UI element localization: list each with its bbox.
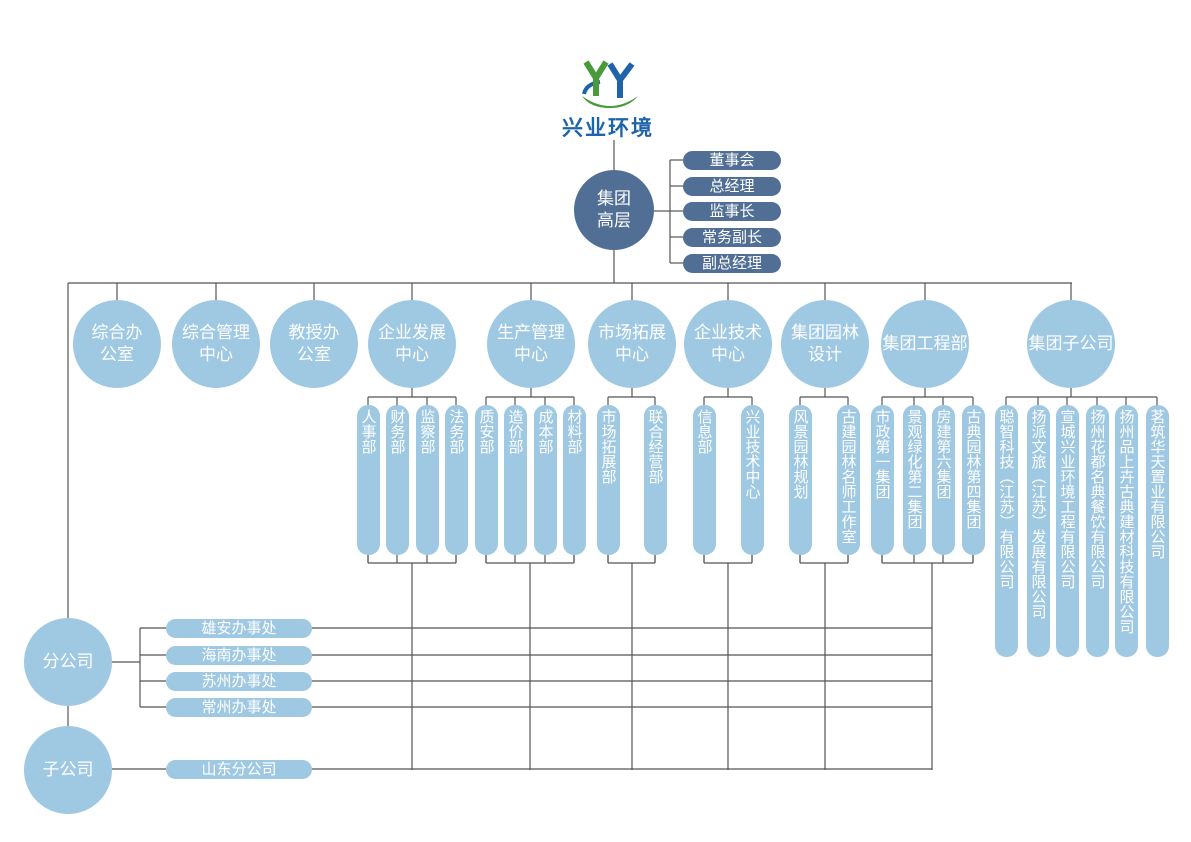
node-label-line: 教授办 bbox=[288, 323, 340, 343]
department-node[interactable]: 集团园林设计 bbox=[781, 300, 869, 388]
sub-department-node[interactable]: 景观绿化第二集团 bbox=[902, 405, 926, 555]
department-node[interactable]: 集团子公司 bbox=[1027, 300, 1115, 388]
leadership-role-4[interactable]: 常务副长 bbox=[683, 227, 781, 247]
node-label-line: 集团 bbox=[597, 189, 631, 209]
node-label-line: 生产管理 bbox=[497, 323, 565, 343]
sub-department-node[interactable]: 聪智科技（江苏）有限公司 bbox=[994, 405, 1018, 657]
node-label-line: 中心 bbox=[615, 345, 649, 365]
node-label-line: 中心 bbox=[711, 345, 745, 365]
sub-department-node[interactable]: 财务部 bbox=[385, 405, 409, 555]
sub-department-node[interactable]: 宣城兴业环境工程有限公司 bbox=[1055, 405, 1079, 657]
department-node[interactable]: 市场拓展中心 bbox=[588, 300, 676, 388]
node-label-line: 公室 bbox=[297, 345, 331, 365]
sub-department-node[interactable]: 市政第一集团 bbox=[870, 405, 894, 555]
logo-icon bbox=[578, 60, 642, 114]
branch-office-3[interactable]: 苏州办事处 bbox=[166, 671, 312, 691]
sub-department-node[interactable]: 古建园林名师工作室 bbox=[836, 405, 860, 555]
sub-department-node[interactable]: 风景园林规划 bbox=[788, 405, 812, 555]
sub-department-node[interactable]: 扬派文旅（江苏）发展有限公司 bbox=[1026, 405, 1050, 657]
node-label-line: 中心 bbox=[395, 345, 429, 365]
node-label-line: 集团园林 bbox=[791, 323, 859, 343]
node-label-line: 综合办 bbox=[91, 323, 143, 343]
sub-department-node[interactable]: 古典园林第四集团 bbox=[961, 405, 985, 555]
sub-department-node[interactable]: 成本部 bbox=[533, 405, 557, 555]
sub-department-node[interactable]: 质安部 bbox=[474, 405, 498, 555]
node-label-line: 企业发展 bbox=[378, 323, 446, 343]
group-leadership-node[interactable]: 集团高层 bbox=[574, 170, 654, 250]
sub-department-node[interactable]: 人事部 bbox=[356, 405, 380, 555]
department-node[interactable]: 企业技术中心 bbox=[684, 300, 772, 388]
branch-office-1[interactable]: 雄安办事处 bbox=[166, 618, 312, 638]
sub-department-node[interactable]: 材料部 bbox=[562, 405, 586, 555]
node-label-line: 集团工程部 bbox=[882, 334, 968, 354]
node-label-line: 中心 bbox=[199, 345, 233, 365]
branch-office-4[interactable]: 常州办事处 bbox=[166, 697, 312, 717]
sub-department-node[interactable]: 造价部 bbox=[503, 405, 527, 555]
node-label-line: 综合管理 bbox=[182, 323, 250, 343]
department-node[interactable]: 集团工程部 bbox=[881, 300, 969, 388]
sub-department-node[interactable]: 兴业技术中心 bbox=[740, 405, 764, 555]
node-label-line: 市场拓展 bbox=[598, 323, 666, 343]
subsidiary-company-node[interactable]: 子公司 bbox=[24, 726, 112, 814]
sub-department-node[interactable]: 扬州花都名典餐饮有限公司 bbox=[1085, 405, 1109, 657]
sub-department-node[interactable]: 法务部 bbox=[444, 405, 468, 555]
sub-department-node[interactable]: 信息部 bbox=[692, 405, 716, 555]
department-node[interactable]: 企业发展中心 bbox=[368, 300, 456, 388]
node-label-line: 中心 bbox=[514, 345, 548, 365]
leadership-role-1[interactable]: 董事会 bbox=[683, 150, 781, 170]
brand-name: 兴业环境 bbox=[562, 116, 654, 140]
sub-department-node[interactable]: 市场拓展部 bbox=[596, 405, 620, 555]
leadership-role-2[interactable]: 总经理 bbox=[683, 176, 781, 196]
department-node[interactable]: 生产管理中心 bbox=[487, 300, 575, 388]
sub-department-node[interactable]: 房建第六集团 bbox=[931, 405, 955, 555]
branch-company-node[interactable]: 分公司 bbox=[24, 618, 112, 706]
department-node[interactable]: 教授办公室 bbox=[270, 300, 358, 388]
node-label-line: 子公司 bbox=[42, 760, 94, 780]
branch-office-2[interactable]: 海南办事处 bbox=[166, 645, 312, 665]
subsidiary-office-1[interactable]: 山东分公司 bbox=[166, 759, 312, 779]
node-label-line: 高层 bbox=[597, 211, 631, 231]
node-label-line: 公室 bbox=[100, 345, 134, 365]
department-node[interactable]: 综合办公室 bbox=[73, 300, 161, 388]
sub-department-node[interactable]: 扬州品上卉古典建材科技有限公司 bbox=[1114, 405, 1138, 657]
sub-department-node[interactable]: 茗筑华天置业有限公司 bbox=[1145, 405, 1169, 657]
leadership-role-5[interactable]: 副总经理 bbox=[683, 253, 781, 273]
node-label-line: 分公司 bbox=[42, 652, 94, 672]
sub-department-node[interactable]: 监察部 bbox=[415, 405, 439, 555]
leadership-role-3[interactable]: 监事长 bbox=[683, 201, 781, 221]
sub-department-node[interactable]: 联合经营部 bbox=[643, 405, 667, 555]
node-label-line: 设计 bbox=[808, 345, 842, 365]
node-label-line: 集团子公司 bbox=[1028, 334, 1114, 354]
department-node[interactable]: 综合管理中心 bbox=[172, 300, 260, 388]
node-label-line: 企业技术 bbox=[694, 323, 762, 343]
